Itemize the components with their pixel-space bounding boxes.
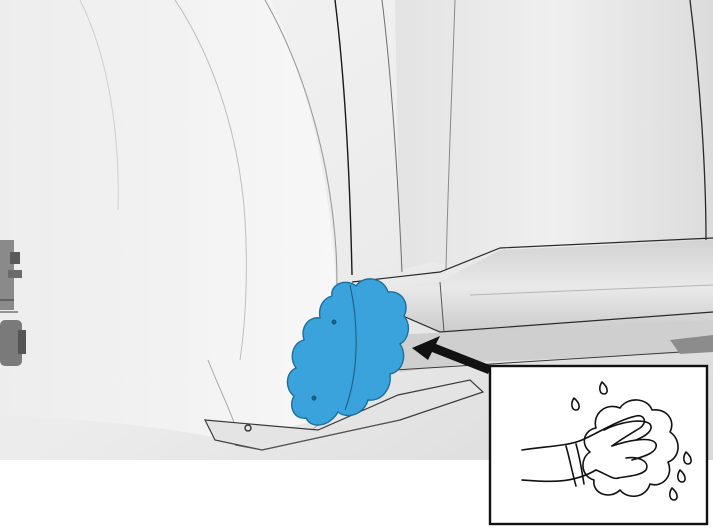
rocker-crease	[469, 284, 713, 296]
hand-wiping-cloth-icon	[521, 381, 692, 501]
underbody-clutter	[670, 335, 713, 354]
arch-inner-line-2	[79, 0, 119, 211]
door-edge-line	[334, 0, 353, 276]
splash-guard-lip	[234, 419, 401, 451]
splash-guard	[203, 379, 485, 451]
rocker-upper-edge	[351, 237, 713, 283]
arrow-left-icon	[412, 336, 492, 374]
rocker-panel	[360, 240, 713, 336]
vehicle-body	[0, 0, 713, 460]
front-door-line	[689, 0, 707, 241]
door-panel	[395, 0, 713, 270]
cleaning-area-patch	[286, 278, 410, 426]
rocker-mid-line	[439, 281, 445, 333]
arch-inner-line	[174, 0, 247, 361]
door-seam-line	[445, 0, 456, 271]
wheel-arch-liner	[0, 0, 337, 440]
underbody-edge	[394, 349, 713, 371]
door-shut-line	[381, 0, 403, 273]
patch-fastener-top	[331, 319, 337, 325]
patch-fastener-bottom	[311, 395, 317, 401]
fastener-hole	[244, 424, 252, 432]
suspension-parts	[0, 240, 26, 366]
callout-box	[488, 364, 709, 526]
patch-edge-line	[344, 284, 357, 411]
